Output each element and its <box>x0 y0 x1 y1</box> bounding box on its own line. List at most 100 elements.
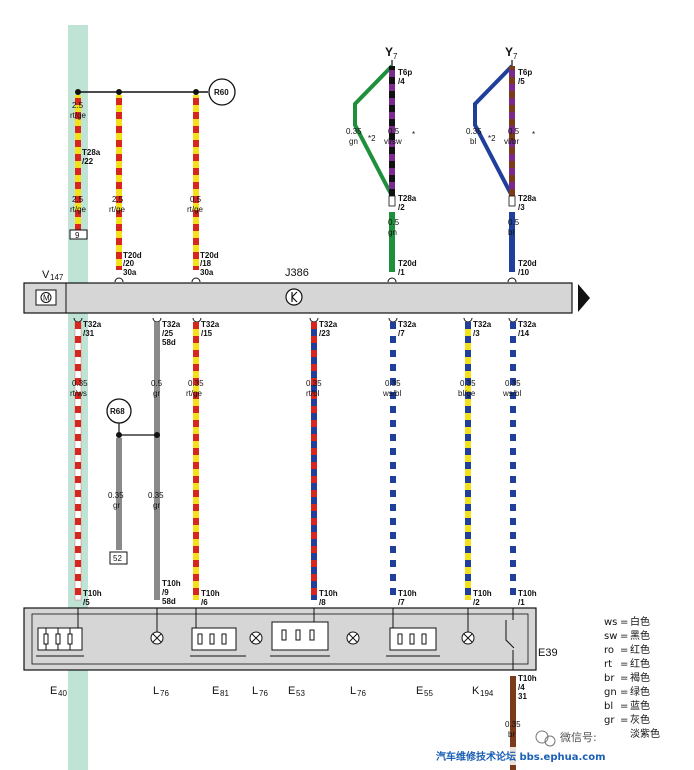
wire-size: 0.35 <box>108 491 124 500</box>
connector-pin: /22 <box>82 157 94 166</box>
wire-color: gn <box>388 228 397 237</box>
connector-pin: /10 <box>518 268 530 277</box>
e39-label: E39 <box>538 647 558 659</box>
legend-name: 灰色 <box>630 713 650 726</box>
legend-name: 褐色 <box>630 671 650 684</box>
connector-label: T10h <box>398 589 417 598</box>
svg-text:=: = <box>620 631 628 642</box>
note-mark: *2 <box>488 134 496 143</box>
note-mark: *2 <box>368 134 376 143</box>
bus-center-label: J386 <box>285 267 309 279</box>
r60-label: R60 <box>214 88 229 97</box>
wire-color: ws/bl <box>502 389 521 398</box>
connector-pin: /1 <box>398 268 405 277</box>
motor-icon: M <box>35 289 57 306</box>
y7-sub: 7 <box>393 52 398 61</box>
connector-label: T32a <box>319 320 338 329</box>
svg-text:=: = <box>620 715 628 726</box>
wire-size: 0.5 <box>388 127 400 136</box>
wire-size: 2.5 <box>112 195 124 204</box>
connector-pin: /20 <box>123 259 135 268</box>
note-star: * <box>412 130 415 139</box>
connector-pin: 58d <box>162 597 176 606</box>
legend-code: ro <box>604 645 614 656</box>
ground-box-label: 52 <box>113 554 122 563</box>
wire-top-2 <box>116 95 122 270</box>
legend-code: ws <box>604 617 617 628</box>
connector-pin: /1 <box>518 598 525 607</box>
connector-pin: /2 <box>398 203 405 212</box>
connector-pin: /5 <box>83 598 90 607</box>
r68-label: R68 <box>110 407 125 416</box>
legend-name: 蓝色 <box>630 699 650 712</box>
wire-size: 2.5 <box>72 195 84 204</box>
connector-pin: /23 <box>319 329 331 338</box>
wire-color: bl/ge <box>458 389 476 398</box>
legend-code: br <box>604 673 615 684</box>
module-internals <box>36 608 515 670</box>
bus-top-pins <box>114 277 517 283</box>
wire-lower-7 <box>510 322 516 600</box>
connector-label: T32a <box>201 320 220 329</box>
component-label: K <box>472 685 480 697</box>
wire-size: 0.35 <box>346 127 362 136</box>
connector-pin: /8 <box>319 598 326 607</box>
bus-bottom-pins <box>73 317 518 323</box>
connector-label: T32a <box>83 320 102 329</box>
legend-name: 白色 <box>630 615 650 628</box>
ground-box <box>69 229 88 240</box>
connector-label: T32a <box>398 320 417 329</box>
connector-pin: /3 <box>473 329 480 338</box>
connector-pin: 31 <box>518 692 527 701</box>
y7-group-b: Y 7 T6p /5 0.35 bl *2 0.5 vi/br * T28a /… <box>466 45 537 277</box>
legend-name: 淡紫色 <box>630 727 660 740</box>
note-star: * <box>532 130 535 139</box>
component-label: E <box>212 685 219 697</box>
connector-label: T10h <box>518 674 537 683</box>
connector-pin: /25 <box>162 329 174 338</box>
bus-left-sub: 147 <box>50 273 64 282</box>
splice-dot <box>116 89 122 95</box>
component-label: E <box>50 685 57 697</box>
legend-code: rt <box>604 659 612 670</box>
wire-lower-4 <box>311 322 317 600</box>
wire-lower-1 <box>74 321 82 601</box>
wire-top-1 <box>75 95 81 235</box>
connector-label: T6p <box>398 68 412 77</box>
legend-code: sw <box>604 631 617 642</box>
wire-size: 0.35 <box>72 379 88 388</box>
connector-label: T10h <box>162 579 181 588</box>
watermark-line2: 汽车维修技术论坛 bbs.ephua.com <box>436 750 606 763</box>
wire-lower-3 <box>193 322 199 600</box>
y7-sub: 7 <box>513 52 518 61</box>
connector-pin: /2 <box>473 598 480 607</box>
connector-pin: /15 <box>201 329 213 338</box>
wire-top-3 <box>193 95 199 270</box>
r68-branch: R68 0.35 gr 52 <box>106 398 160 565</box>
wire-size: 0.35 <box>505 379 521 388</box>
wire-color: rt/ws <box>70 389 87 398</box>
connector-label: T28a <box>82 148 101 157</box>
wire-color: gr <box>113 501 120 510</box>
connector-pin: /14 <box>518 329 530 338</box>
wire-color: vi/br <box>504 137 519 146</box>
bus-left-label: V <box>42 269 50 281</box>
wire-color: rt/ge <box>70 111 87 120</box>
legend-name: 绿色 <box>630 685 650 698</box>
watermark: 微信号: 汽车维修技术论坛 bbs.ephua.com <box>430 730 692 765</box>
connector-label: T32a <box>473 320 492 329</box>
connector-label: T32a <box>162 320 181 329</box>
legend-name: 黑色 <box>630 629 650 642</box>
wire-color: gr <box>153 501 160 510</box>
connector-pin: /7 <box>398 329 405 338</box>
svg-text:=: = <box>620 659 628 670</box>
wire-color: rt/ge <box>70 205 87 214</box>
component-label: L <box>153 685 159 697</box>
wire-color: rt/ge <box>186 389 203 398</box>
svg-text:=: = <box>620 645 628 656</box>
connector-label: T20d <box>200 251 219 260</box>
component-sub: 194 <box>480 689 494 698</box>
y7-title: Y <box>505 45 513 59</box>
connector-pin: /6 <box>201 598 208 607</box>
svg-text:=: = <box>620 687 628 698</box>
